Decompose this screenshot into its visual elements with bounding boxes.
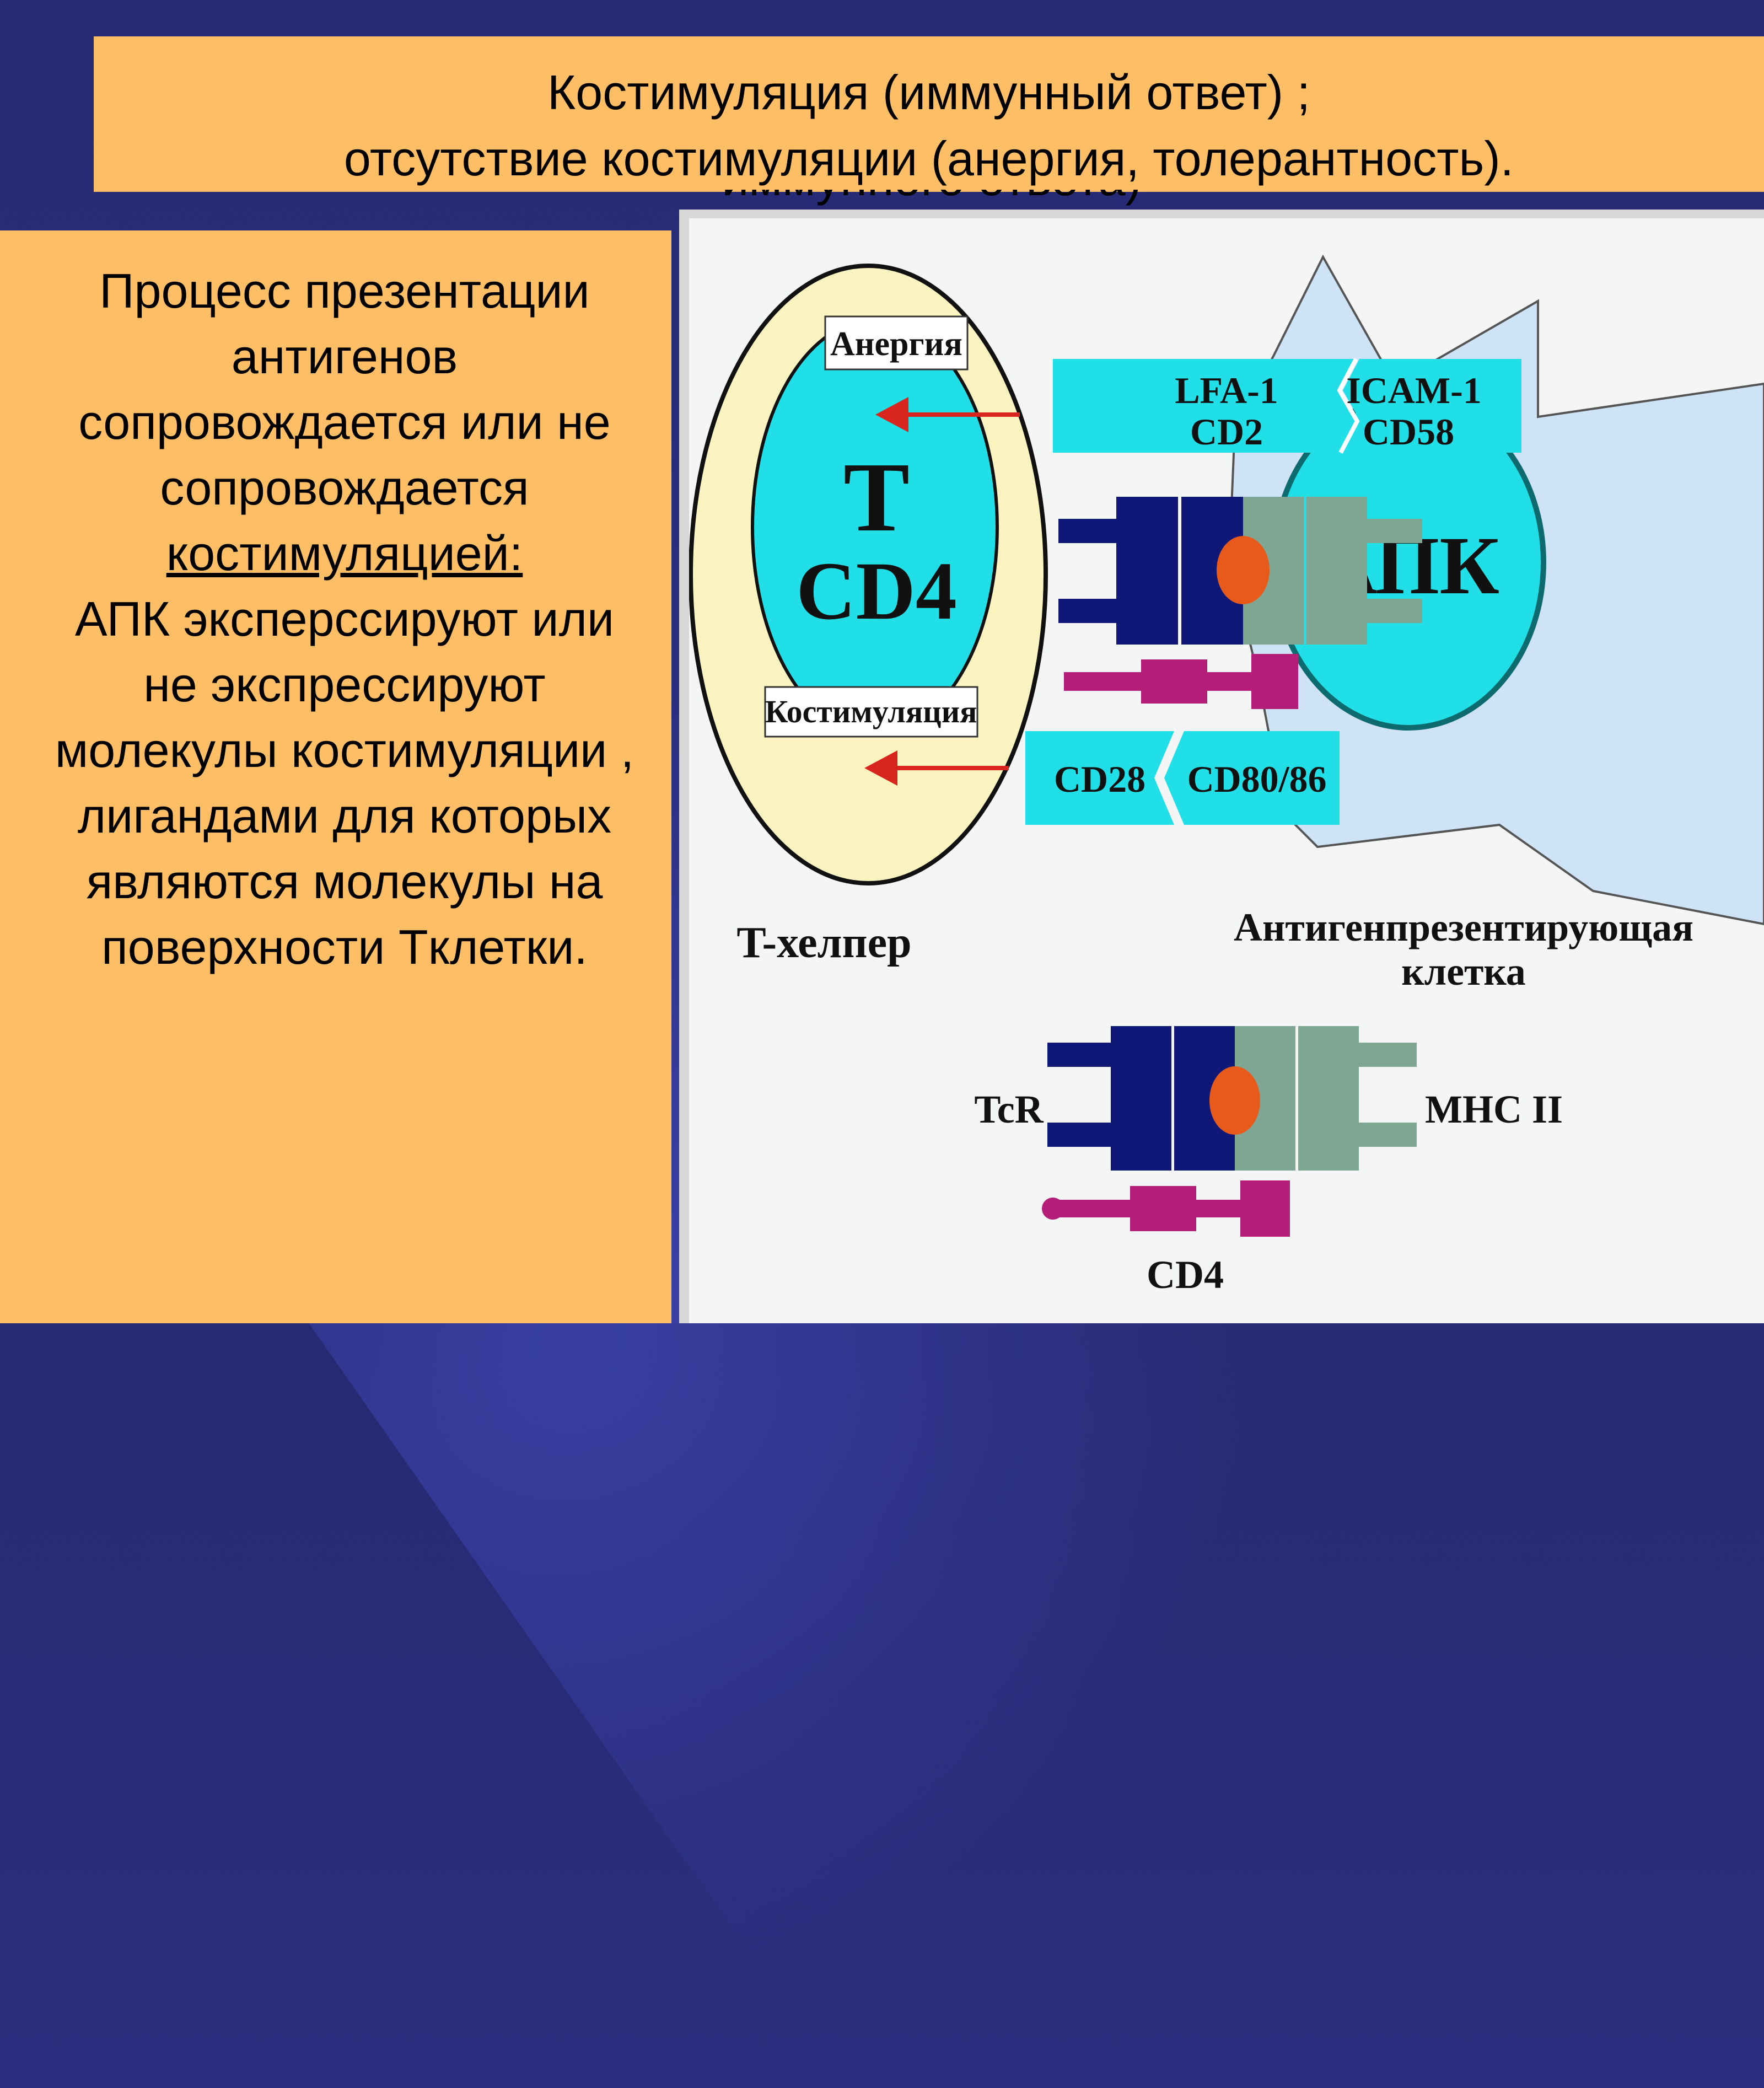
legend-mhc-stalk-bottom bbox=[1359, 1123, 1417, 1147]
legend-cd4-head bbox=[1240, 1180, 1290, 1237]
cd58-label: CD58 bbox=[1363, 411, 1454, 453]
title-line-1: Костимуляция (иммунный ответ) ; bbox=[547, 65, 1310, 120]
apc-caption-line-1: Антигенпрезентирующая bbox=[1234, 905, 1693, 949]
costim-label: Костимуляция bbox=[765, 694, 977, 729]
tcr-block-1 bbox=[1116, 497, 1178, 645]
costim-arrowhead bbox=[864, 750, 897, 786]
tcr-stalk-top bbox=[1058, 519, 1119, 543]
mhc-block-2 bbox=[1306, 497, 1367, 645]
slide-title: Костимуляция (иммунный ответ) ; отсутств… bbox=[94, 60, 1764, 192]
cd28-label: CD28 bbox=[1054, 758, 1145, 800]
costim-box bbox=[764, 686, 978, 738]
paragraph-2: АПК эксперссируют или не экспрессируют м… bbox=[55, 592, 634, 974]
paragraph-1-text: Процесс презентации антигенов сопровожда… bbox=[78, 264, 611, 515]
legend-tcr-block-1 bbox=[1111, 1026, 1171, 1171]
anergy-arrowhead bbox=[875, 397, 908, 432]
legend-mhc-stalk-top bbox=[1359, 1043, 1417, 1067]
legend-mhc-label: MHC II bbox=[1425, 1087, 1563, 1131]
lfa1-band bbox=[1053, 359, 1357, 453]
apc-caption-line-2: клетка bbox=[1401, 949, 1526, 994]
cd2-label: CD2 bbox=[1190, 411, 1263, 453]
cd4-block bbox=[1141, 659, 1207, 704]
legend-antigen-peptide bbox=[1209, 1066, 1260, 1135]
cd4-head bbox=[1251, 654, 1298, 709]
body-text: Процесс презентации антигенов сопровожда… bbox=[44, 258, 645, 980]
lfa1-label: LFA-1 bbox=[1175, 369, 1278, 411]
antigen-peptide bbox=[1217, 536, 1270, 604]
mhc-stalk-top bbox=[1367, 519, 1422, 543]
paragraph-1: Процесс презентации антигенов сопровожда… bbox=[44, 258, 645, 586]
legend-tcr-stalk-bottom bbox=[1047, 1123, 1111, 1147]
t-cell-label-t: T bbox=[843, 442, 910, 552]
underlined-term: костимуляцией: bbox=[166, 526, 523, 581]
legend-cd4-block bbox=[1130, 1186, 1196, 1231]
title-line-2: отсутствие костимуляции (анергия, толера… bbox=[343, 131, 1514, 186]
costimulation-diagram: АПК T CD4 LFA-1 CD2 ICAM-1 CD58 Анергия bbox=[689, 218, 1764, 1323]
cd80-band bbox=[1164, 731, 1340, 825]
cd28-band bbox=[1025, 731, 1174, 825]
legend-cd4-label: CD4 bbox=[1147, 1253, 1224, 1297]
title-bar bbox=[94, 36, 1764, 192]
legend-tcr-stalk-top bbox=[1047, 1043, 1111, 1067]
mhc-stalk-bottom bbox=[1367, 599, 1422, 623]
lfa1-divider bbox=[1337, 358, 1360, 454]
title-overflow-fragment: иммунного ответа) bbox=[684, 190, 1180, 212]
tcr-stalk-bottom bbox=[1058, 599, 1119, 623]
legend-mhc-block-2 bbox=[1298, 1026, 1359, 1171]
t-cell-label-cd4: CD4 bbox=[796, 545, 957, 637]
anergy-label: Анергия bbox=[830, 325, 962, 363]
cd80-86-label: CD80/86 bbox=[1187, 758, 1326, 800]
title-ghost-text: иммунного ответа) bbox=[722, 190, 1142, 206]
legend-tcr-label: TcR bbox=[974, 1087, 1044, 1131]
t-helper-caption: T-хелпер bbox=[736, 919, 911, 967]
legend-cd4-tail bbox=[1042, 1198, 1064, 1220]
diagram-svg: АПК T CD4 LFA-1 CD2 ICAM-1 CD58 Анергия bbox=[689, 254, 1764, 1297]
icam1-band bbox=[1343, 359, 1521, 453]
anergy-box bbox=[824, 315, 969, 371]
icam1-label: ICAM-1 bbox=[1346, 369, 1482, 411]
text-panel bbox=[0, 230, 671, 1323]
